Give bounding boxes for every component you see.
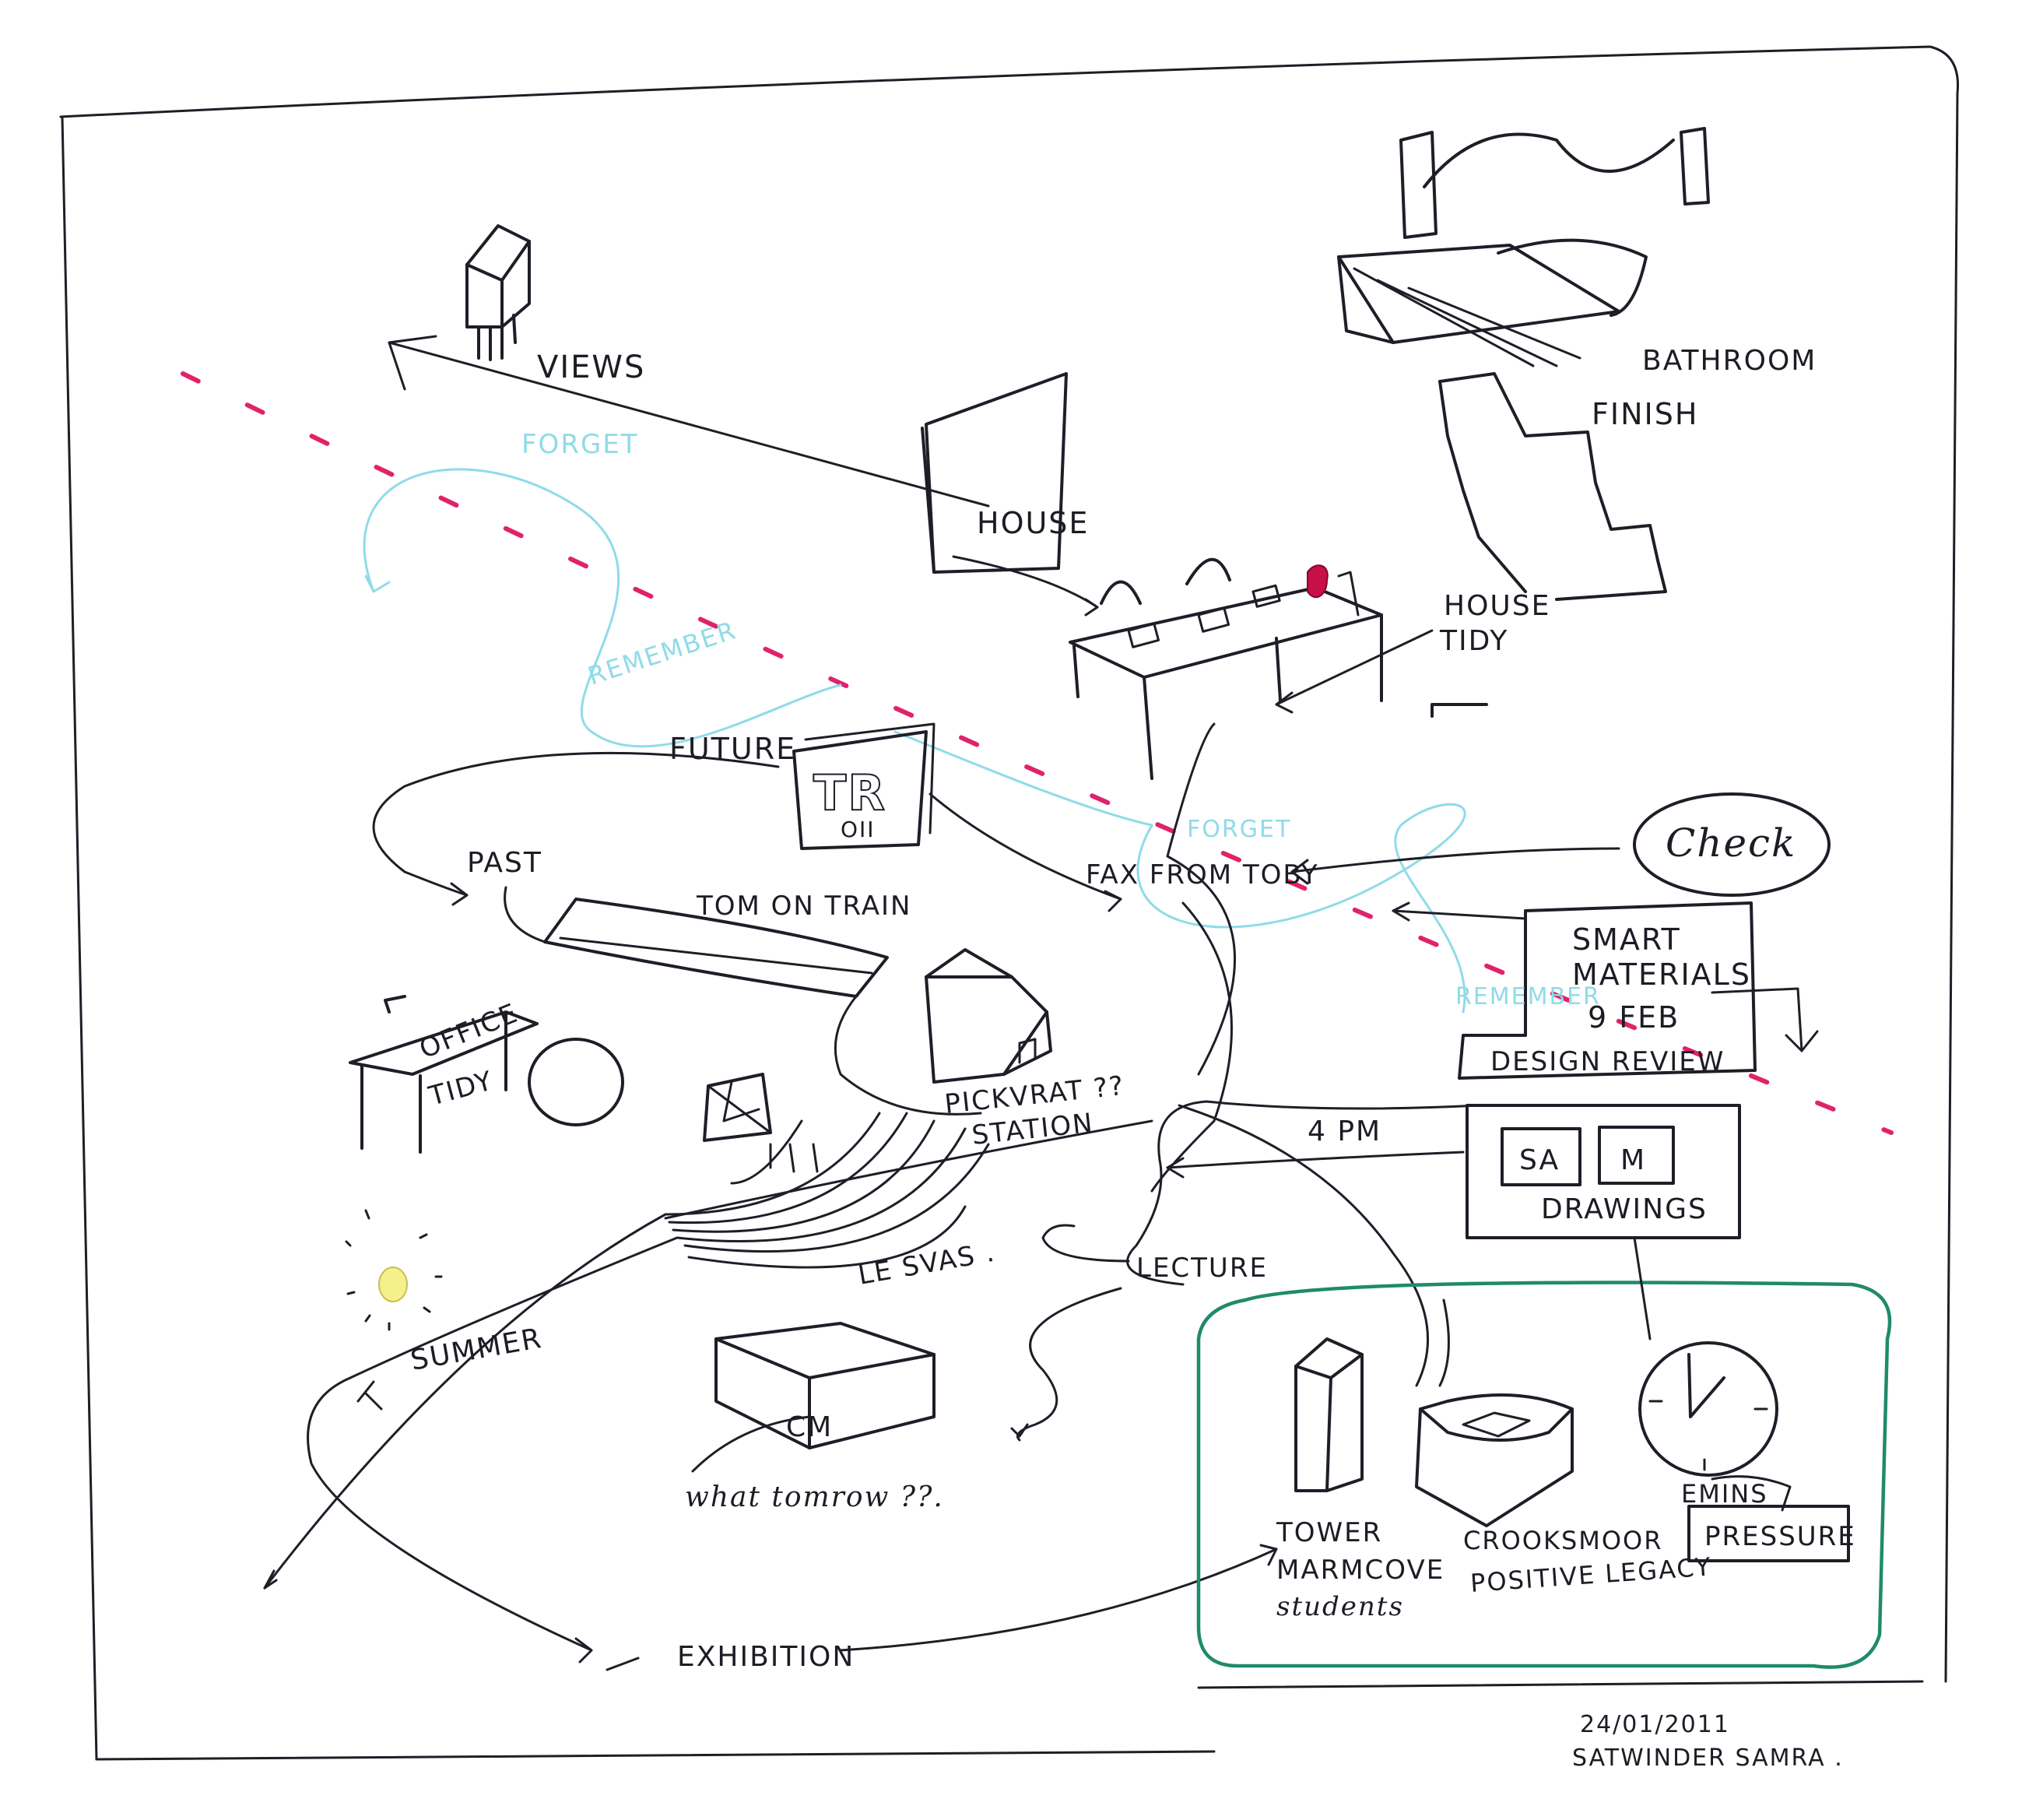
small-house-icon	[925, 948, 1052, 1084]
pressure-box	[1687, 1505, 1850, 1562]
label-remember-bottom: REMEMBER	[1455, 983, 1601, 1010]
bathroom-stairs-icon	[1337, 127, 1710, 601]
label-finish: FINISH	[1592, 397, 1698, 431]
cm-box-icon	[714, 1322, 936, 1449]
sun-icon	[345, 1209, 443, 1331]
label-positive-legacy: POSITIVE LEGACY	[1469, 1551, 1713, 1598]
clock-icon	[1638, 1341, 1778, 1477]
label-drawings: DRAWINGS	[1541, 1193, 1708, 1225]
label-exhibition: EXHIBITION	[677, 1641, 855, 1673]
svg-text:OII: OII	[841, 817, 876, 842]
crooksmoor-icon	[1415, 1393, 1574, 1527]
label-forget-top: FORGET	[521, 429, 639, 460]
sketch-author: SATWINDER SAMRA .	[1572, 1744, 1844, 1772]
label-tower: TOWER	[1276, 1517, 1382, 1548]
views-house-link	[388, 341, 990, 508]
label-house-tidy-1: HOUSE	[1444, 590, 1550, 622]
page-frame	[59, 45, 1960, 1761]
house-panel-icon	[921, 372, 1068, 574]
label-students: students	[1276, 1591, 1404, 1622]
label-remember-top: REMEMBER	[584, 615, 740, 690]
label-bathroom: BATHROOM	[1642, 345, 1817, 377]
label-tom-on-train: TOM ON TRAIN	[696, 891, 911, 922]
label-crooksmoor: CROOKSMOOR	[1463, 1526, 1662, 1555]
check-bubble	[1633, 792, 1831, 897]
label-9-feb: 9 FEB	[1588, 1000, 1680, 1035]
label-4pm: 4 PM	[1308, 1116, 1381, 1147]
svg-text:TR: TR	[813, 764, 886, 821]
label-house: HOUSE	[977, 506, 1089, 540]
smart-materials-box	[1458, 901, 1757, 1080]
label-marmcove: MARMCOVE	[1276, 1555, 1445, 1586]
label-pressure: PRESSURE	[1704, 1521, 1856, 1552]
label-materials: MATERIALS	[1572, 957, 1751, 992]
teal-group-box	[1196, 1281, 1892, 1669]
label-what-tomorrow: what tomrow ??.	[685, 1481, 944, 1513]
forget-remember-squiggle-bottom	[893, 730, 1466, 1014]
label-design-review: DESIGN REVIEW	[1490, 1046, 1725, 1077]
label-views: VIEWS	[537, 350, 645, 385]
label-lecture: LECTURE	[1136, 1253, 1268, 1284]
views-building-icon	[465, 224, 531, 361]
tr-sign-icon: TR OII	[792, 722, 936, 850]
label-sa: SA	[1519, 1144, 1560, 1176]
figures-sketch-icon	[703, 1073, 819, 1173]
label-m: M	[1620, 1144, 1646, 1176]
timeline-dashed-line	[181, 371, 1894, 1135]
drawings-box	[1466, 1104, 1741, 1239]
label-past: PAST	[467, 847, 542, 879]
meeting-table-icon	[1069, 557, 1383, 780]
label-office-tidy: TIDY	[425, 1065, 497, 1112]
sketch-date: 24/01/2011	[1580, 1711, 1730, 1738]
train-icon	[543, 898, 889, 998]
label-check: Check	[1666, 820, 1796, 866]
forget-remember-squiggle-top	[363, 468, 842, 748]
label-summer: SUMMER	[408, 1323, 545, 1377]
label-smart: SMART	[1572, 922, 1681, 957]
label-house-tidy-2: TIDY	[1439, 625, 1508, 657]
label-emins: EMINS	[1681, 1479, 1768, 1509]
le-svas-curves	[664, 1112, 990, 1269]
label-forget-bottom: FORGET	[1187, 816, 1291, 843]
label-fax-from-toby: FAX FROM TOBY	[1086, 859, 1319, 891]
tower-icon	[1294, 1337, 1364, 1492]
office-desk-icon	[349, 995, 624, 1154]
